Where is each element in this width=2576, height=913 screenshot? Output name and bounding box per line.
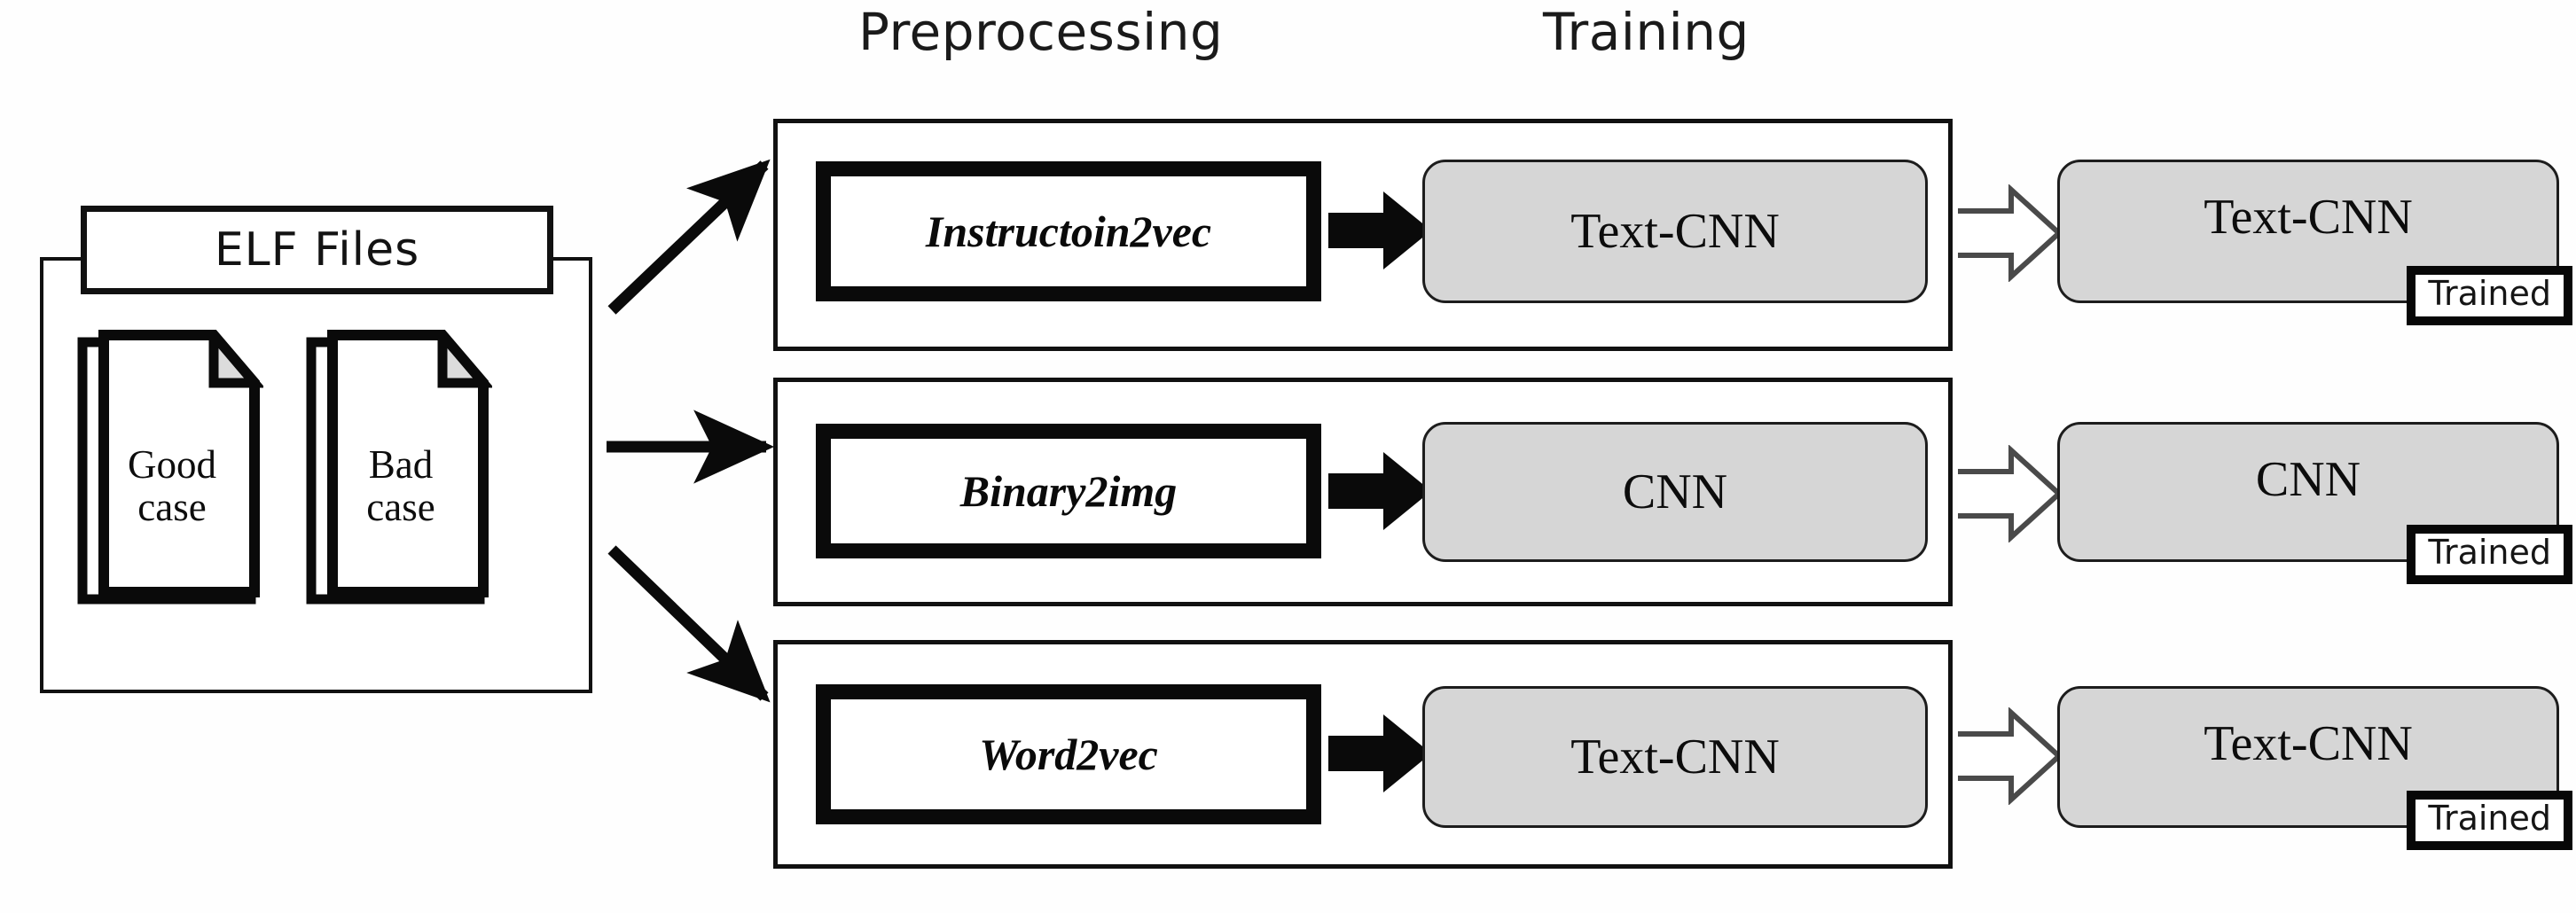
model-node-1[interactable]: CNN [1422, 422, 1928, 562]
elf-files-group: ELF Files Good case [40, 206, 594, 698]
document-label-line1: Good [128, 442, 216, 487]
preprocessing-label-0: Instructoin2vec [925, 207, 1212, 256]
trained-model-node-1[interactable]: CNN Trained [2057, 422, 2572, 584]
document-label-line1: Bad [368, 442, 434, 487]
trained-model-node-0[interactable]: Text-CNN Trained [2057, 160, 2572, 325]
document-label-bad-case: Bad case [325, 443, 476, 528]
document-icon-bad-case: Bad case [306, 330, 492, 613]
preprocessing-node-0[interactable]: Instructoin2vec [816, 161, 1321, 301]
preprocessing-node-2[interactable]: Word2vec [816, 684, 1321, 824]
trained-model-label-0: Text-CNN [2204, 190, 2413, 245]
preprocessing-label-1: Binary2img [959, 466, 1178, 516]
model-label-1: CNN [1622, 464, 1728, 519]
document-label-line2: case [137, 485, 207, 530]
model-label-2: Text-CNN [1570, 730, 1780, 784]
document-label-line2: case [366, 485, 435, 530]
document-label-good-case: Good case [97, 443, 247, 528]
elf-files-label-box: ELF Files [81, 206, 553, 294]
elf-files-label: ELF Files [214, 223, 420, 277]
status-badge-trained-1: Trained [2407, 525, 2572, 584]
model-label-0: Text-CNN [1570, 204, 1780, 259]
branching-arrows-icon [559, 106, 842, 798]
preprocessing-label-2: Word2vec [979, 730, 1158, 779]
model-node-0[interactable]: Text-CNN [1422, 160, 1928, 303]
model-node-2[interactable]: Text-CNN [1422, 686, 1928, 828]
section-heading-preprocessing: Preprocessing [858, 2, 1224, 62]
trained-model-label-1: CNN [2255, 452, 2361, 507]
document-icon-good-case: Good case [77, 330, 263, 613]
section-heading-training: Training [1543, 2, 1750, 62]
solid-right-arrow-icon [1328, 188, 1433, 273]
hollow-right-arrow-icon [1956, 184, 2063, 282]
solid-right-arrow-icon [1328, 711, 1433, 796]
status-badge-trained-2: Trained [2407, 791, 2572, 850]
trained-model-node-2[interactable]: Text-CNN Trained [2057, 686, 2572, 850]
preprocessing-node-1[interactable]: Binary2img [816, 424, 1321, 558]
solid-right-arrow-icon [1328, 449, 1433, 534]
trained-model-label-2: Text-CNN [2204, 716, 2413, 771]
hollow-right-arrow-icon [1956, 707, 2063, 805]
hollow-right-arrow-icon [1956, 445, 2063, 542]
status-badge-trained-0: Trained [2407, 266, 2572, 325]
